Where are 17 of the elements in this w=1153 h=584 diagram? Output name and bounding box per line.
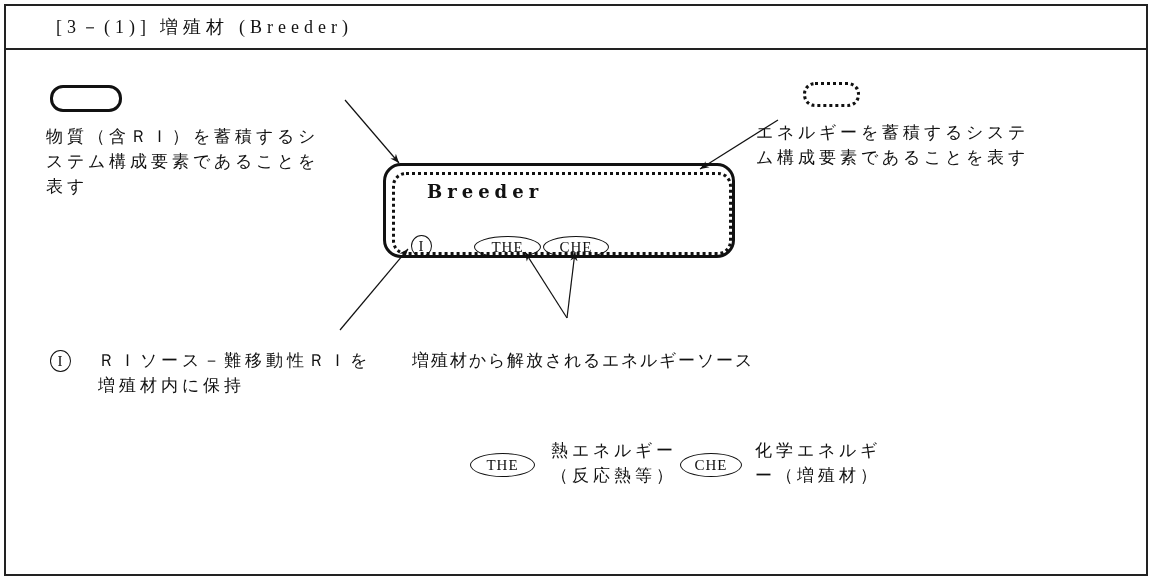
description-text: 増殖材から解放されるエネルギーソース — [412, 348, 762, 372]
dotted-rounded-box — [392, 172, 732, 255]
title: [3－(1)] 増殖材 (Breeder) — [56, 16, 353, 39]
arrow — [344, 99, 400, 164]
arrow — [339, 248, 409, 331]
arrow — [524, 251, 568, 319]
symbol-description: 化学エネルギー（増殖材） — [754, 440, 882, 487]
arrow — [566, 251, 578, 319]
rounded-box — [50, 85, 122, 112]
description-text: 物質（含ＲＩ）を蓄積するシステム構成要素であることを表す — [46, 124, 321, 204]
rounded-box — [383, 163, 735, 258]
arrow — [699, 119, 779, 170]
dotted-rounded-box — [803, 82, 860, 107]
box-heading: Breeder — [427, 181, 544, 202]
symbol-description: 熱エネルギー（反応熱等） — [550, 440, 678, 487]
symbol-description: ＲＩソース－難移動性ＲＩを増殖材内に保持 — [98, 350, 372, 397]
description-text: エネルギーを蓄積するシステム構成要素であることを表す — [756, 120, 1036, 200]
